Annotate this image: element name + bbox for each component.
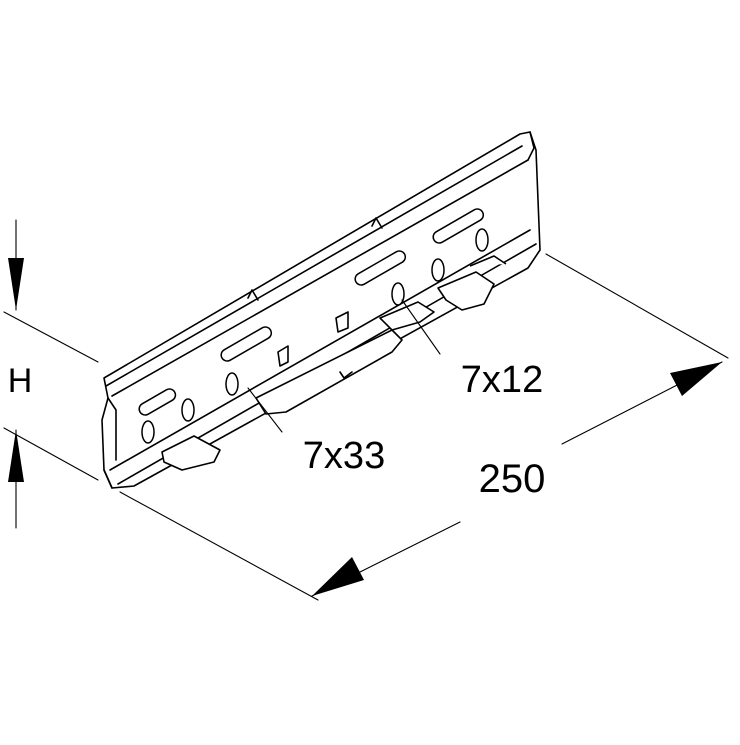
front-end-edge <box>107 397 117 461</box>
stamp-mark-2 <box>335 311 349 333</box>
length-arrow-right <box>670 362 722 396</box>
top-edge-fold-2 <box>111 159 529 397</box>
height-dimension <box>8 219 24 529</box>
long-slot-4 <box>138 388 177 416</box>
lower-fold-line <box>109 229 531 471</box>
end-fold <box>527 131 535 161</box>
length-label: 250 <box>479 457 546 501</box>
connector-part <box>101 131 541 489</box>
long-slot-1 <box>220 326 273 362</box>
tab-4 <box>469 255 507 267</box>
length-dimension <box>311 361 723 597</box>
stamp-mark-1 <box>277 345 289 367</box>
tab-2 <box>379 301 435 331</box>
top-notch-2 <box>371 217 383 229</box>
small-slot-label: 7x12 <box>461 359 543 401</box>
length-arrow-left <box>312 557 364 596</box>
height-arrow-up <box>8 430 24 482</box>
small-slot-1 <box>181 398 195 422</box>
end-lower-edge <box>103 469 113 489</box>
extension-lines <box>3 253 729 601</box>
small-slot-4 <box>391 282 405 306</box>
tab-long-notch <box>339 371 353 379</box>
tab-1 <box>161 435 221 471</box>
top-notch-1 <box>247 289 259 301</box>
top-edge-fold <box>105 145 523 387</box>
small-slot-3 <box>225 372 239 396</box>
tab-3 <box>437 271 495 311</box>
small-slot-2 <box>141 420 155 444</box>
small-slot-6 <box>475 228 489 252</box>
long-slot-2 <box>354 250 407 286</box>
long-slot-label: 7x33 <box>303 435 385 477</box>
height-arrow-down <box>8 258 24 310</box>
long-slot-3 <box>432 208 485 244</box>
height-label: H <box>8 362 33 400</box>
small-slot-5 <box>431 258 445 282</box>
leader-lines <box>247 299 441 433</box>
